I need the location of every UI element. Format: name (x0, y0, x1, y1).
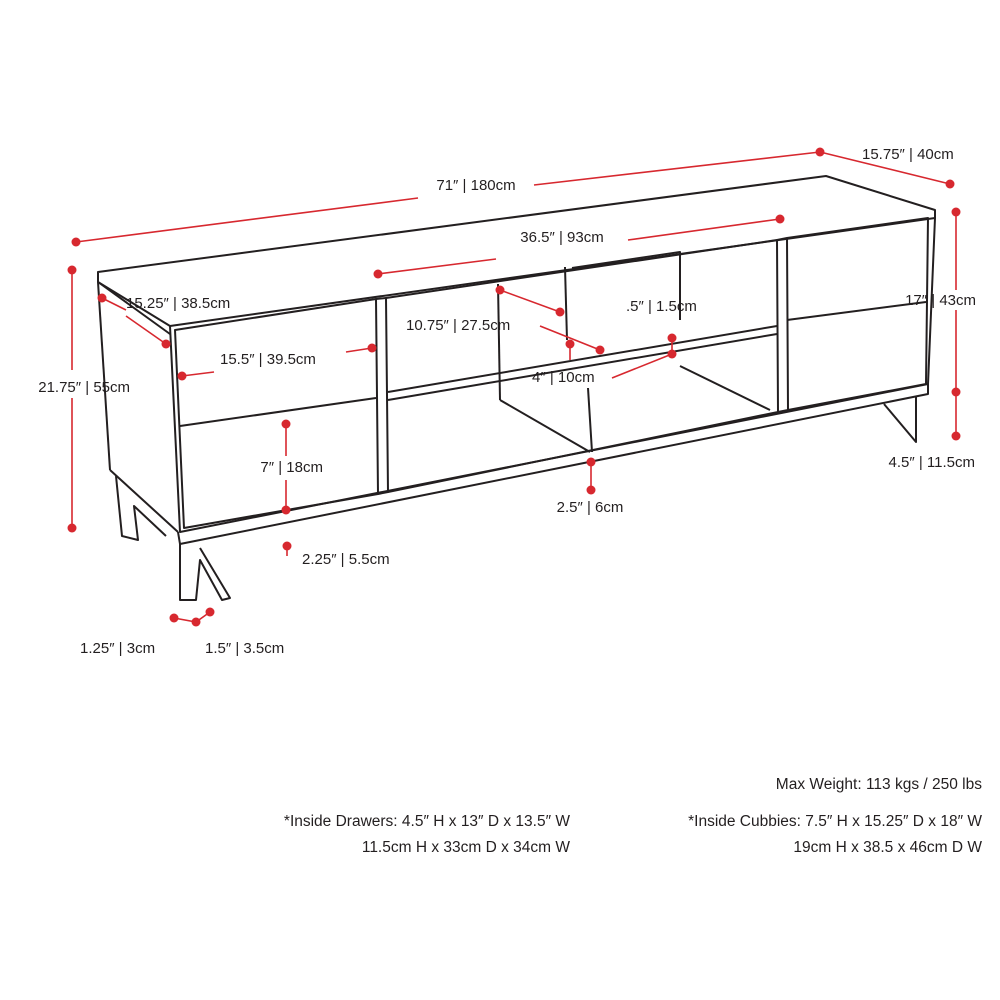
total-height-label: 21.75″ | 55cm (38, 379, 130, 396)
dimension-labels: 71″ | 180cm 15.75″ | 40cm 36.5″ | 93cm 1… (38, 146, 976, 657)
drawer-depth-label: 15.5″ | 39.5cm (220, 351, 316, 368)
leg-height-label: 4.5″ | 11.5cm (889, 454, 975, 471)
tv-stand-outline (97, 175, 936, 601)
drawer-height-label: 7″ | 18cm (260, 459, 323, 476)
overall-width-label: 71″ | 180cm (436, 177, 515, 194)
dimension-lines (71, 151, 957, 623)
base-height-label: 2.5″ | 6cm (557, 499, 624, 516)
dimension-markers (67, 147, 961, 627)
inside-drawers-cm: 11.5cm H x 33cm D x 34cm W (361, 839, 570, 856)
divider-width-label: 4″ | 10cm (532, 369, 595, 386)
center-width-label: 36.5″ | 93cm (520, 229, 603, 246)
inside-cubbies-inches: *Inside Cubbies: 7.5″ H x 15.25″ D x 18″… (688, 813, 982, 830)
top-depth-label: 15.25″ | 38.5cm (126, 295, 230, 312)
cubby-depth-label: 10.75″ | 27.5cm (406, 317, 510, 334)
leg-top-label: 1.5″ | 3.5cm (205, 640, 284, 657)
inside-cubbies-cm: 19cm H x 38.5 x 46cm D W (793, 839, 982, 856)
shelf-thickness-label: .5″ | 1.5cm (626, 298, 697, 315)
right-height-label: 17″ | 43cm (905, 292, 976, 309)
apron-height-label: 2.25″ | 5.5cm (302, 551, 390, 568)
inside-drawers-inches: *Inside Drawers: 4.5″ H x 13″ D x 13.5″ … (283, 813, 570, 830)
leg-bottom-label: 1.25″ | 3cm (80, 640, 155, 657)
max-weight-text: Max Weight: 113 kgs / 250 lbs (775, 776, 982, 793)
overall-depth-label: 15.75″ | 40cm (862, 146, 954, 163)
